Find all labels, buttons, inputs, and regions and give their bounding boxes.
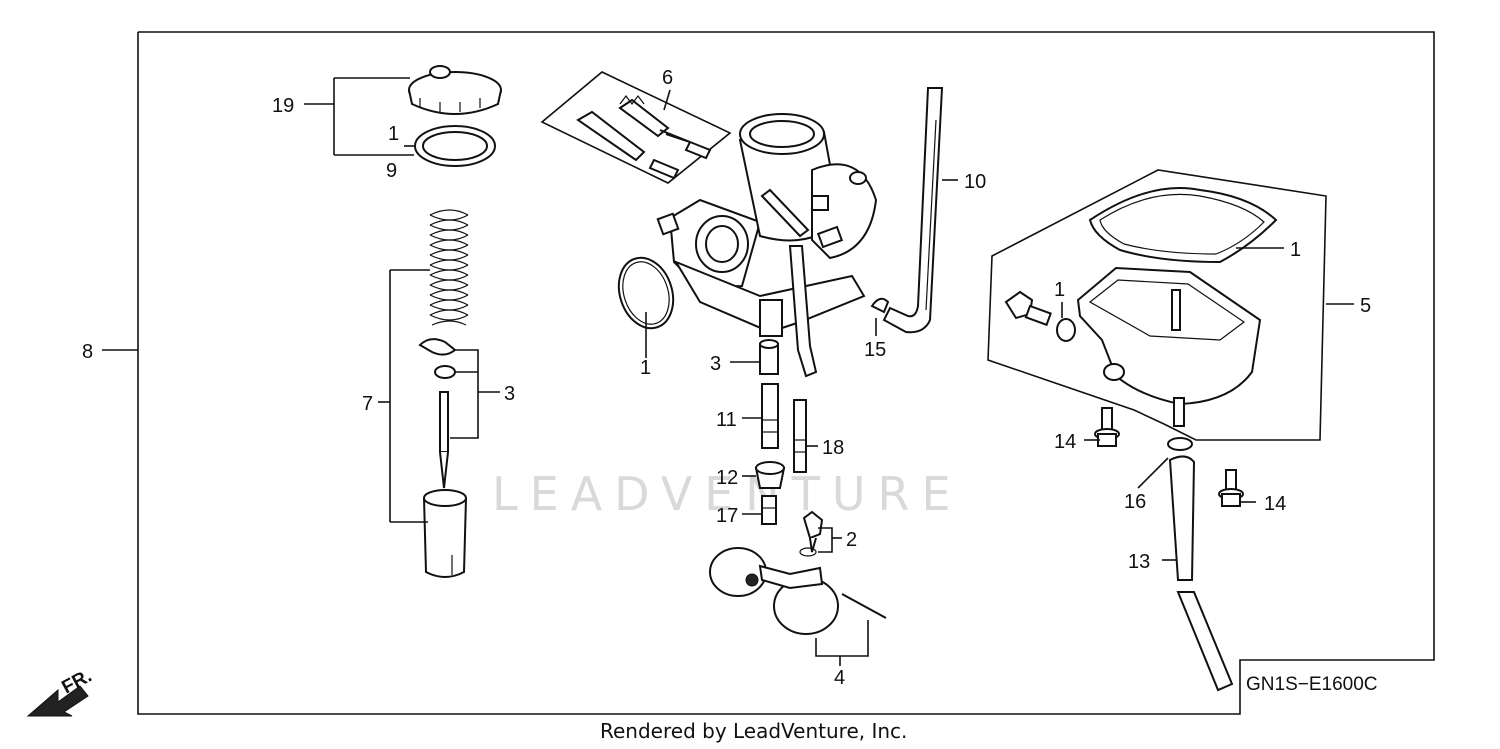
callout-15: 15 [864, 339, 886, 361]
vent-tube [882, 87, 944, 334]
callout-14: 14 [1264, 493, 1286, 515]
callout-7: 7 [362, 393, 373, 415]
callout-1: 1 [1054, 279, 1065, 301]
pilot-jet [793, 399, 807, 473]
front-indicator: FR. [58, 666, 95, 699]
callout-12: 12 [716, 467, 738, 489]
chamber-screw-right [1218, 469, 1244, 507]
callout-8: 8 [82, 341, 93, 363]
front-arrow-icon [26, 685, 89, 717]
pilot-screw [576, 98, 691, 162]
throttle-valve [423, 489, 467, 578]
o-ring-large [617, 256, 675, 330]
callout-5: 5 [1360, 295, 1371, 317]
carburetor-body [656, 113, 878, 378]
footer-credit: Rendered by LeadVenture, Inc. [600, 719, 907, 743]
diagram-code: GN1S−E1600C [1246, 674, 1378, 695]
throttle-spring [429, 209, 469, 326]
callout-3: 3 [504, 383, 515, 405]
callout-3: 3 [710, 353, 721, 375]
float-chamber [1076, 266, 1262, 427]
float-valve [799, 510, 824, 557]
callout-18: 18 [822, 437, 844, 459]
drain-o-ring [1056, 318, 1076, 342]
callout-17: 17 [716, 505, 738, 527]
float-chamber-box [987, 169, 1327, 441]
watermark: LEADVENTURE [492, 467, 963, 521]
top-cap [408, 65, 502, 115]
float [709, 547, 839, 635]
callout-4: 4 [834, 667, 845, 689]
chamber-screw-left [1094, 407, 1120, 447]
callout-1: 1 [1290, 239, 1301, 261]
callout-16: 16 [1124, 491, 1146, 513]
callout-10: 10 [964, 171, 986, 193]
diagram-frame [137, 31, 1435, 715]
float-chamber-gasket [1088, 187, 1278, 264]
cap-gasket [414, 125, 496, 167]
needle-washer [434, 365, 456, 379]
jet-holder-nut [754, 461, 786, 489]
drain-tube [1168, 455, 1234, 692]
callout-13: 13 [1128, 551, 1150, 573]
needle-clip [418, 338, 457, 356]
float-pin [841, 593, 887, 619]
main-jet [761, 383, 779, 449]
tube-clip [870, 297, 890, 314]
callout-1: 1 [388, 123, 399, 145]
callout-19: 19 [272, 95, 294, 117]
slow-jet [761, 495, 777, 525]
callout-9: 9 [386, 160, 397, 182]
callout-6: 6 [662, 67, 673, 89]
callout-11: 11 [716, 409, 737, 431]
drain-o-ring-small [1167, 437, 1193, 451]
screw-springs [619, 95, 712, 180]
drain-screw [1004, 290, 1052, 327]
needle-jet-holder [759, 339, 779, 375]
jet-needle [439, 391, 449, 489]
callout-2: 2 [846, 529, 857, 551]
screw-kit-box [540, 71, 732, 184]
callout-14: 14 [1054, 431, 1076, 453]
callout-1: 1 [640, 357, 651, 379]
